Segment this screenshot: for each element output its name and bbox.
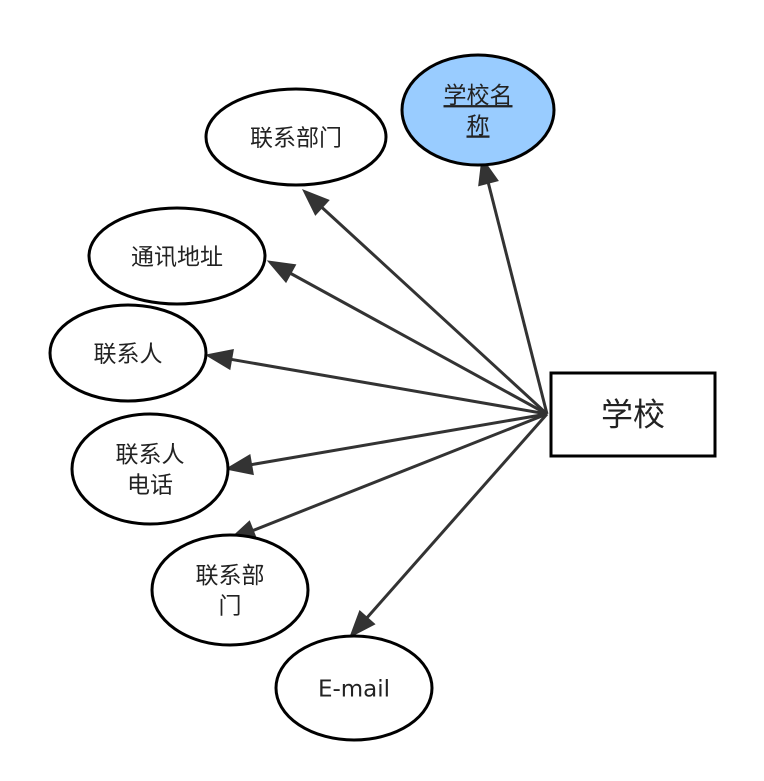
attribute-node-address[interactable]: 通讯地址	[87, 206, 267, 306]
attribute-department-bottom-label-line: 门	[219, 593, 242, 619]
edge-line-address	[290, 272, 548, 416]
attribute-email-label-line: E-mail	[318, 676, 390, 702]
arrowhead-email	[349, 610, 376, 639]
attribute-contact-phone-label-line: 联系人	[116, 442, 185, 468]
arrowhead-address	[266, 260, 297, 284]
entity-node-school[interactable]: 学校	[549, 371, 717, 458]
attribute-ellipse	[204, 87, 388, 187]
attribute-department-bottom-label-line: 联系部	[196, 563, 265, 589]
attribute-node-contact-person[interactable]: 联系人	[48, 303, 208, 403]
attribute-ellipse	[150, 533, 310, 647]
edge-line-department-top	[321, 206, 549, 416]
attribute-ellipse	[70, 412, 230, 526]
attribute-ellipse	[400, 53, 556, 167]
attribute-ellipse	[274, 634, 434, 742]
edge-line-department-bottom	[252, 412, 548, 532]
attribute-node-email[interactable]: E-mail	[274, 634, 434, 742]
attribute-node-department-bottom[interactable]: 联系部门	[150, 533, 310, 647]
attribute-contact-person-label-line: 联系人	[94, 341, 163, 367]
attribute-node-department-top[interactable]: 联系部门	[204, 87, 388, 187]
attribute-department-top-label-line: 联系部门	[250, 125, 342, 151]
entity-rect	[549, 371, 717, 458]
attribute-contact-phone-label-line: 电话	[127, 472, 173, 498]
attribute-school-name-label-line: 学校名	[444, 83, 513, 109]
attribute-ellipse	[87, 206, 267, 306]
attribute-ellipse	[48, 303, 208, 403]
attribute-address-label-line: 通讯地址	[131, 244, 223, 270]
relationship-edges	[204, 156, 549, 639]
arrowhead-department-top	[301, 189, 330, 216]
arrowhead-contact-phone	[224, 453, 254, 476]
edge-line-email	[366, 413, 549, 619]
edge-line-contact-phone	[251, 412, 548, 467]
arrowhead-contact-person	[204, 348, 234, 371]
entity-label: 学校	[601, 396, 665, 434]
attribute-school-name-label-line: 称	[467, 113, 490, 139]
edge-line-contact-person	[231, 357, 548, 416]
edge-line-school-name	[486, 182, 549, 415]
